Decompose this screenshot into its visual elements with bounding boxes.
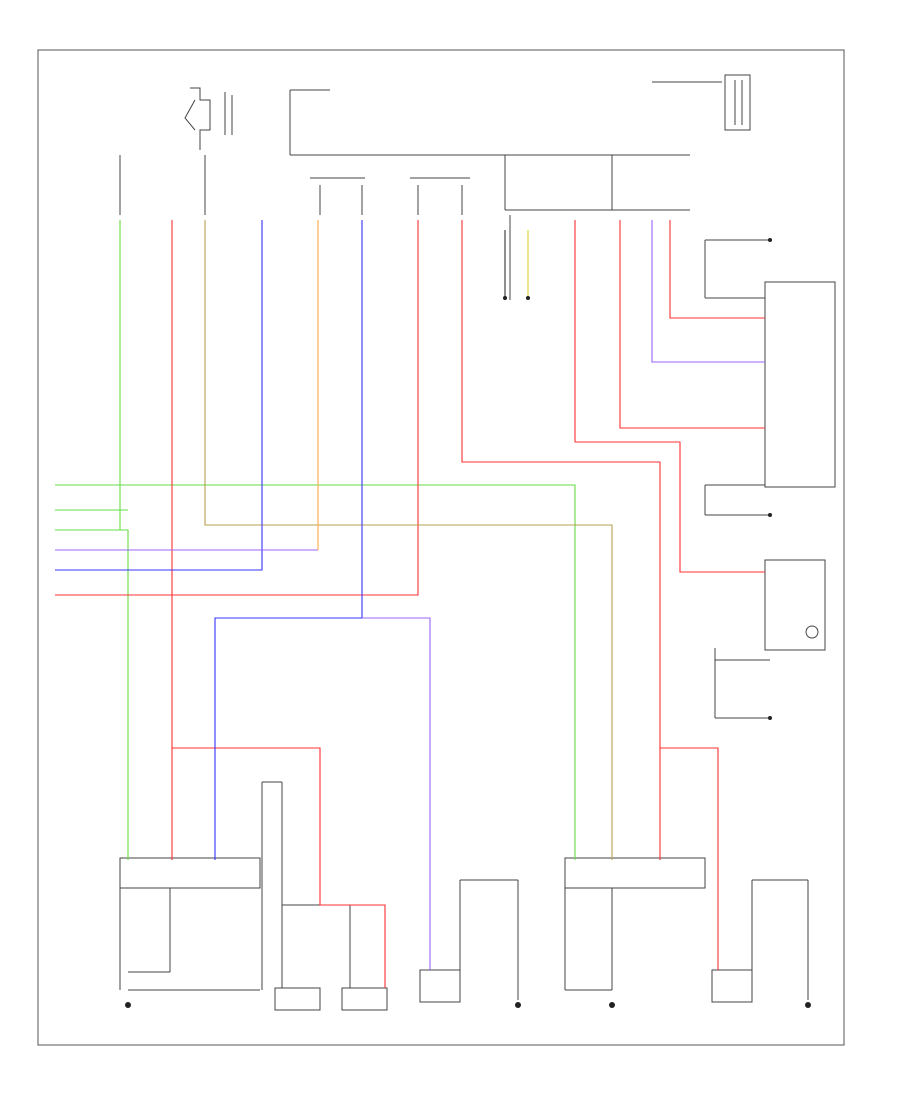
ground-terminal xyxy=(609,1002,615,1008)
ground-terminal xyxy=(125,1002,131,1008)
connector-terminals xyxy=(503,238,772,720)
wire-red xyxy=(574,220,765,573)
wire-blue xyxy=(214,220,363,860)
ground-terminal xyxy=(805,1002,811,1008)
wire-violet xyxy=(362,617,431,970)
wire-red xyxy=(619,220,765,429)
right-cornering-lamp xyxy=(274,987,321,1011)
wire-blue xyxy=(55,220,263,571)
wire-green xyxy=(119,220,129,860)
wire-red xyxy=(461,220,661,860)
wire-green xyxy=(55,484,576,860)
wire-red xyxy=(669,220,765,319)
multipurpose-switch xyxy=(764,281,836,488)
diagram-frame xyxy=(37,49,845,1046)
ground-terminal xyxy=(515,1002,521,1008)
right-combination-lamp xyxy=(564,857,706,889)
bottom-components xyxy=(119,781,811,1011)
right-components xyxy=(704,239,836,719)
left-cornering-lamp xyxy=(341,987,388,1011)
fuse-symbol xyxy=(184,87,211,150)
left-combination-lamp xyxy=(119,857,261,889)
trailer-module-right xyxy=(711,969,753,1003)
trailer-module-left xyxy=(419,969,461,1003)
wires xyxy=(55,220,765,988)
top-fuse-area xyxy=(119,74,751,300)
wire-violet xyxy=(651,220,765,363)
wire-red xyxy=(55,220,419,596)
hazard-switch xyxy=(764,559,826,651)
wire-red xyxy=(660,747,719,970)
wire-tan xyxy=(204,220,613,860)
wire-red xyxy=(172,747,386,988)
